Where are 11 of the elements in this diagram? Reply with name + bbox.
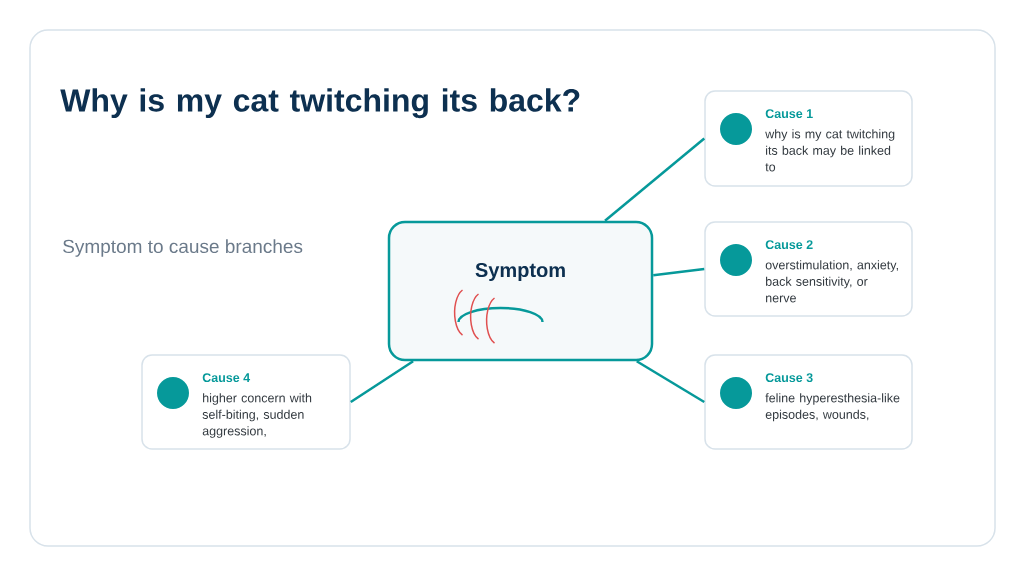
cause-card: Cause 1 why is my cat twitching its back may be linked to (704, 90, 913, 187)
branch-line (653, 267, 705, 277)
cause-card: Cause 2 overstimulation, anxiety, back sensitivity, or nerve (704, 221, 913, 317)
subtitle: Symptom to cause branches (63, 239, 303, 257)
branch-line (350, 360, 414, 404)
branch-line (604, 137, 706, 222)
cause-card: Cause 4 higher concern with self-biting, sudden aggression, (141, 354, 351, 450)
symptom-box: Symptom (387, 220, 654, 362)
cause-card: Cause 3 feline hyperesthesia-like episodes, wounds, (704, 354, 913, 450)
branch-line (636, 360, 705, 404)
title: Why is my cat twitching its back? (60, 88, 580, 119)
